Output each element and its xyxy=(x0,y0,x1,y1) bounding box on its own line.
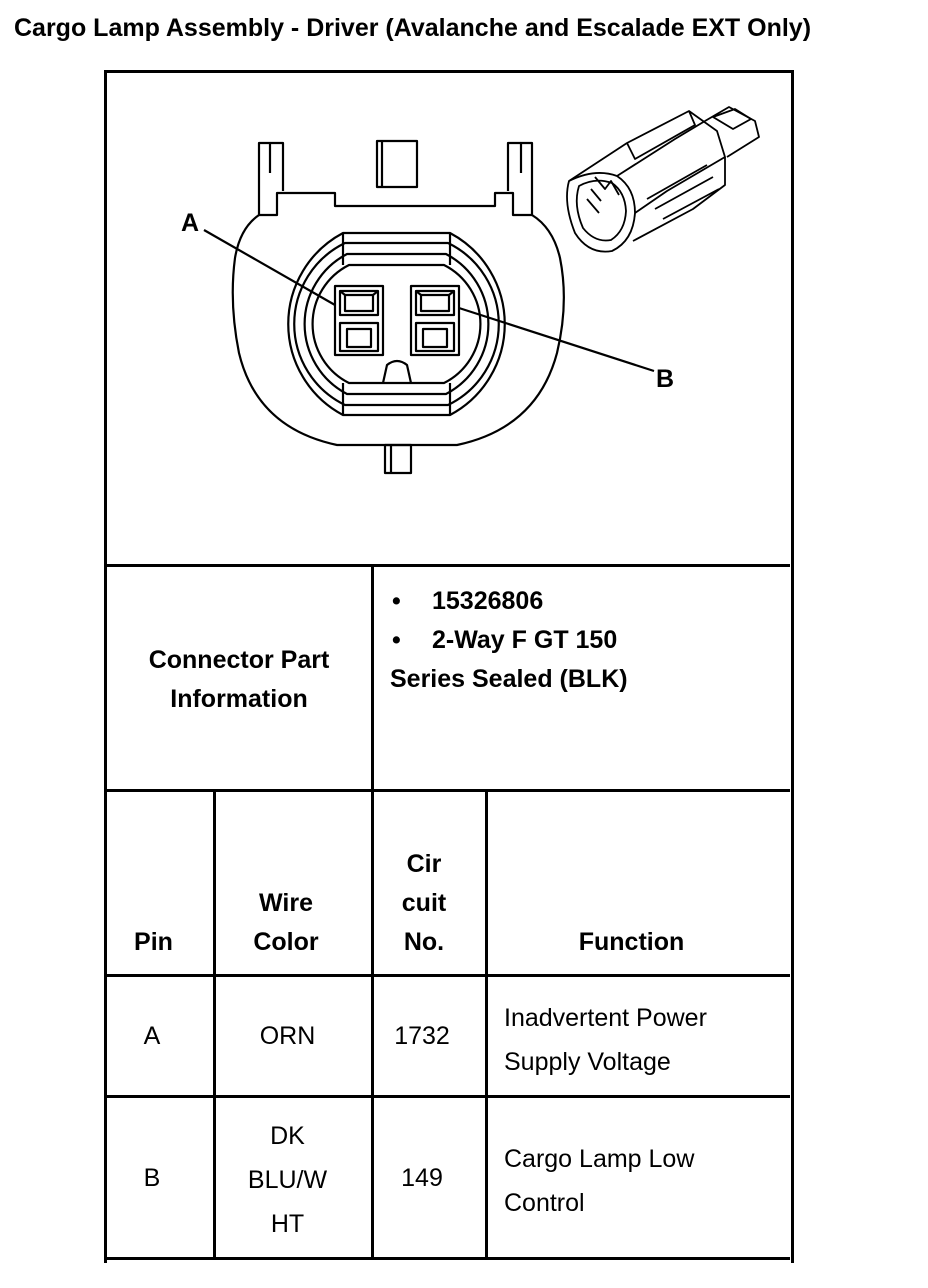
header-wire-color-line2: Color xyxy=(253,928,319,956)
row-a-circuit: 1732 xyxy=(394,1022,450,1050)
pin-b-callout: B xyxy=(656,365,674,393)
connector-info-heading-line1: Connector Part xyxy=(148,646,330,674)
row-b-wire-line3: HT xyxy=(270,1210,305,1238)
row-a-wire-color: ORN xyxy=(259,1022,316,1050)
divider-header-bottom xyxy=(104,974,790,977)
row-b-wire-line1: DK xyxy=(270,1122,305,1150)
row-b-function-line2: Control xyxy=(504,1189,585,1217)
header-pin: Pin xyxy=(134,928,173,956)
row-b-wire-line2: BLU/W xyxy=(247,1166,328,1194)
divider-pin-column xyxy=(213,789,216,1260)
row-a-function-line2: Supply Voltage xyxy=(504,1048,671,1076)
row-a-function: Inadvertent Power Supply Voltage xyxy=(504,996,707,1084)
table-frame xyxy=(104,70,794,1263)
header-circuit-number: Cir cuit No. xyxy=(374,845,474,962)
row-b-wire-color: DK BLU/W HT xyxy=(216,1114,359,1246)
header-function: Function xyxy=(578,928,685,956)
connector-info-heading-line2: Information xyxy=(170,685,308,713)
header-wire-color-line1: Wire xyxy=(259,889,313,917)
header-circuit-line3: No. xyxy=(403,928,445,956)
header-circuit-line2: cuit xyxy=(401,889,447,917)
bullet-icon: • xyxy=(392,626,401,654)
row-b-function: Cargo Lamp Low Control xyxy=(504,1137,694,1225)
divider-diagram-bottom xyxy=(104,564,790,567)
row-b-circuit: 149 xyxy=(401,1164,443,1192)
part-description-line2: Series Sealed (BLK) xyxy=(390,665,628,693)
connector-info-heading: Connector Part Information xyxy=(107,641,371,719)
page-title: Cargo Lamp Assembly - Driver (Avalanche … xyxy=(14,14,812,42)
row-a-pin: A xyxy=(143,1022,161,1050)
part-number: 15326806 xyxy=(432,587,544,615)
header-wire-color: Wire Color xyxy=(216,884,356,962)
part-description-item: • 2-Way F GT 150 xyxy=(392,621,617,660)
pin-a-callout: A xyxy=(181,209,199,237)
row-b-pin: B xyxy=(143,1164,161,1192)
row-a-function-line1: Inadvertent Power xyxy=(504,1004,707,1032)
divider-table-bottom xyxy=(104,1257,790,1260)
divider-wire-column xyxy=(371,789,374,1260)
divider-row-a-bottom xyxy=(104,1095,790,1098)
row-b-function-line1: Cargo Lamp Low xyxy=(504,1145,695,1173)
header-circuit-line1: Cir xyxy=(406,850,442,878)
divider-connector-column xyxy=(371,564,374,792)
bullet-icon: • xyxy=(392,587,401,615)
part-description-line1: 2-Way F GT 150 xyxy=(432,626,618,654)
divider-connector-bottom xyxy=(104,789,790,792)
part-number-item: • 15326806 xyxy=(392,582,543,621)
connector-face-diagram: A B xyxy=(181,106,760,475)
divider-circuit-column xyxy=(485,789,488,1260)
